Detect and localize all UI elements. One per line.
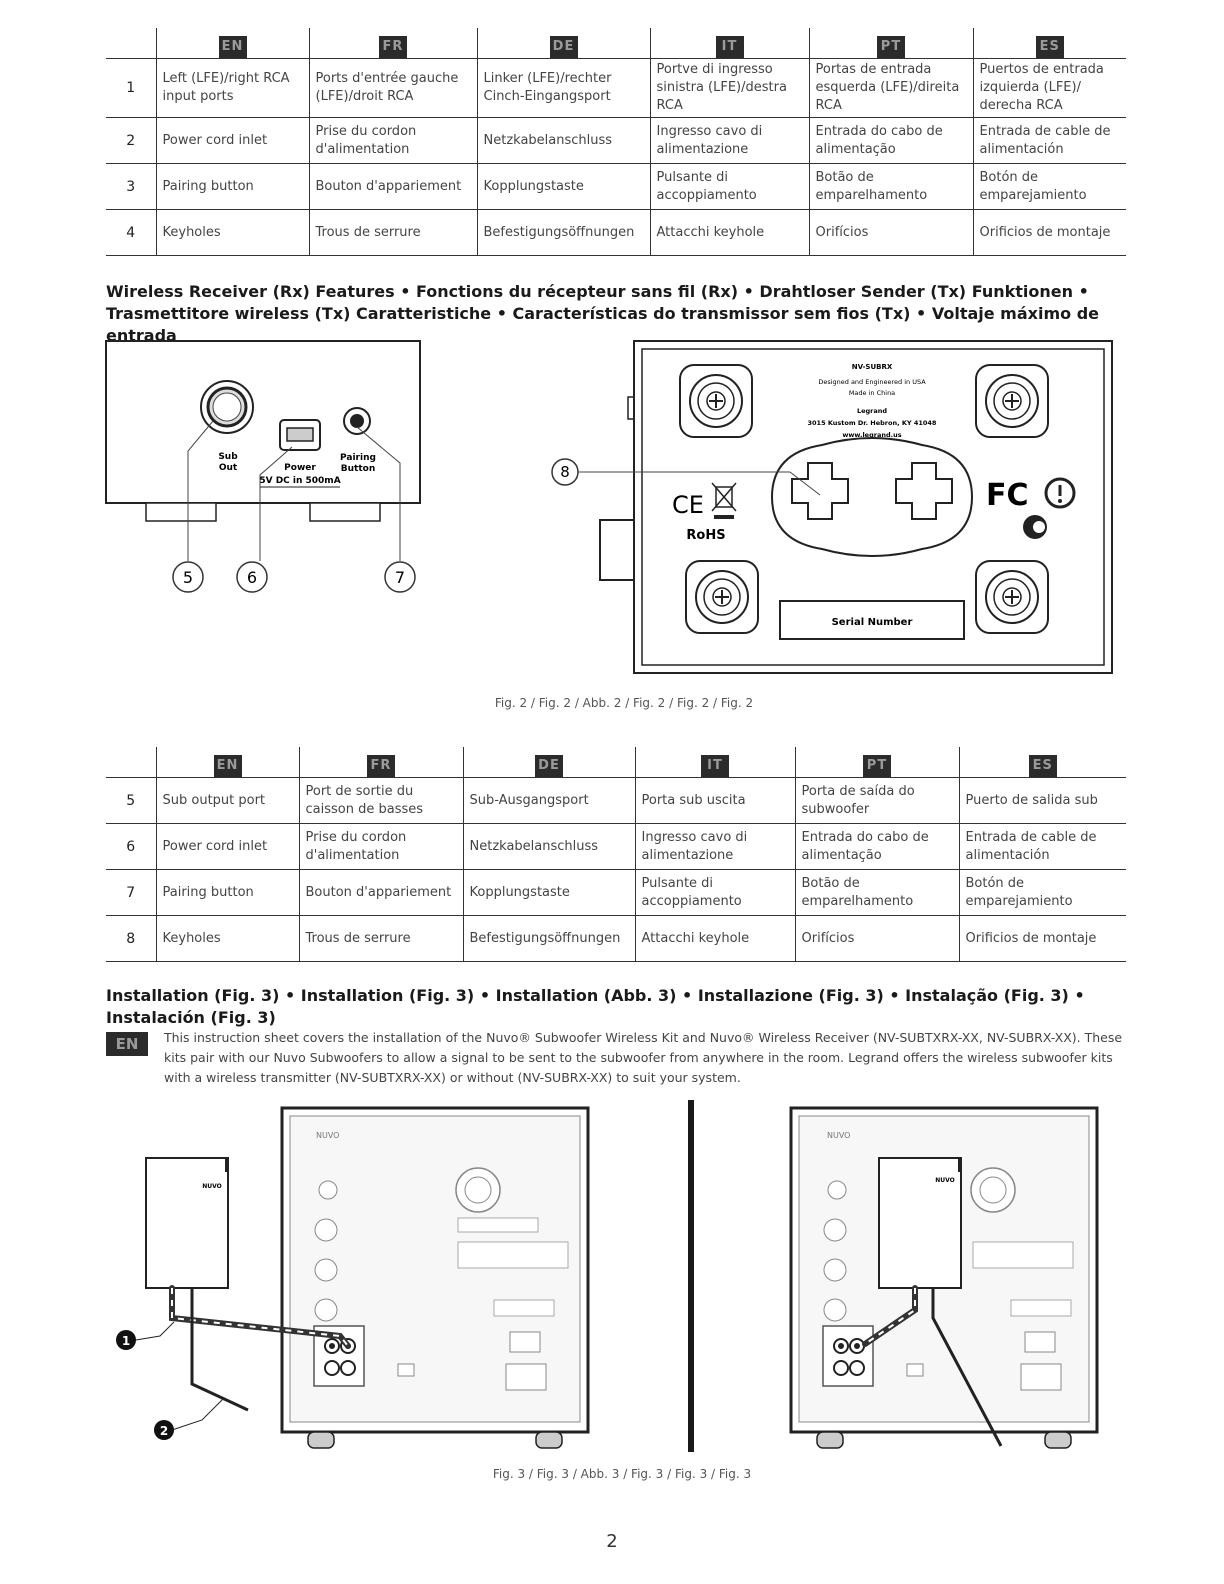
wireless-receiver-box <box>878 1157 962 1289</box>
table-row: 4 Keyholes Trous de serrure Befestigungs… <box>106 209 1126 256</box>
callout-1 <box>116 1330 136 1350</box>
installation-figure-right: NUVO NUVO <box>789 1106 1099 1449</box>
keyhole-slot-icon <box>791 462 849 520</box>
keyhole-mount-icon <box>679 364 753 438</box>
svg-text:Designed and Engineered in USA: Designed and Engineered in USA <box>818 378 926 386</box>
lang-badge-de: DE <box>549 36 578 58</box>
lang-badge-it: IT <box>701 755 729 777</box>
table-row: 8 Keyholes Trous de serrure Befestigungs… <box>106 915 1126 962</box>
pairing-button-icon <box>343 407 371 435</box>
svg-text:NUVO: NUVO <box>827 1131 850 1140</box>
callout-6 <box>236 561 268 593</box>
svg-text:7: 7 <box>395 568 405 587</box>
power-usb-port-icon <box>279 419 321 451</box>
svg-text:6: 6 <box>247 568 257 587</box>
table-row: 3 Pairing button Bouton d'appariement Ko… <box>106 163 1126 210</box>
table-header-row: EN FR DE IT PT ES <box>106 747 1126 778</box>
lang-badge-fr: FR <box>367 755 395 777</box>
keyhole-mount-icon <box>975 364 1049 438</box>
features-table-rx: EN FR DE IT PT ES 5 Sub output port Port… <box>106 747 1126 962</box>
power-cable <box>931 1288 1003 1447</box>
sub-out-port-icon <box>200 380 254 434</box>
callout-5 <box>172 561 204 593</box>
intro-lang-badge: EN <box>106 1032 148 1056</box>
page-number: 2 <box>606 1531 618 1552</box>
keyhole-mount-icon <box>685 560 759 634</box>
tuv-mark-icon <box>455 1167 501 1213</box>
rca-output-icon <box>324 1360 356 1376</box>
sub-out-label: Sub <box>218 452 238 462</box>
table-row: 7 Pairing button Bouton d'appariement Ko… <box>106 869 1126 916</box>
lang-badge-en: EN <box>213 755 242 777</box>
features-table-tx: EN FR DE IT PT ES 1 Left (LFE)/right RCA… <box>106 28 1126 256</box>
lang-badge-fr: FR <box>379 36 407 58</box>
svg-text:3015 Kustom Dr. Hebron, KY 410: 3015 Kustom Dr. Hebron, KY 41048 <box>808 419 937 427</box>
rca-input-icon <box>849 1338 865 1354</box>
ce-mark-icon: CE <box>672 491 704 519</box>
callout-8 <box>551 458 579 486</box>
callout-2 <box>154 1420 174 1440</box>
svg-text:5: 5 <box>183 568 193 587</box>
lang-badge-es: ES <box>1028 755 1057 777</box>
table-row: 1 Left (LFE)/right RCA input ports Ports… <box>106 58 1126 118</box>
rca-input-icon <box>833 1338 849 1354</box>
table-row: 2 Power cord inlet Prise du cordon d'ali… <box>106 117 1126 164</box>
figure-divider <box>688 1100 694 1452</box>
power-cable <box>190 1288 249 1412</box>
fcc-mark-icon: FC <box>986 478 1029 513</box>
wireless-receiver-box <box>145 1157 229 1289</box>
lang-badge-en: EN <box>218 36 247 58</box>
pairing-label-2: Button <box>341 464 375 474</box>
fig2-caption: Fig. 2 / Fig. 2 / Abb. 2 / Fig. 2 / Fig.… <box>494 696 754 710</box>
svg-text:2: 2 <box>160 1424 168 1438</box>
lang-badge-es: ES <box>1035 36 1064 58</box>
pairing-label: Pairing <box>340 453 376 463</box>
keyhole-mount-icon <box>975 560 1049 634</box>
svg-text:NUVO: NUVO <box>935 1177 955 1184</box>
svg-text:8: 8 <box>560 463 570 481</box>
svg-text:1: 1 <box>122 1334 130 1348</box>
installation-figure-left: NUVO NUVO 1 2 <box>116 1106 590 1449</box>
callout-7 <box>384 561 416 593</box>
installation-heading: Installation (Fig. 3) • Installation (Fi… <box>106 986 1085 1027</box>
rohs-label: RoHS <box>686 528 725 543</box>
power-label: Power <box>284 463 316 473</box>
serial-number-box <box>779 600 965 640</box>
keyhole-slot-icon <box>895 462 953 520</box>
lang-badge-de: DE <box>535 755 563 777</box>
table-row: 6 Power cord inlet Prise du cordon d'ali… <box>106 823 1126 870</box>
lang-badge-pt: PT <box>877 36 905 58</box>
rca-input-icon <box>324 1338 340 1354</box>
weee-bin-icon <box>711 482 737 519</box>
table-header-row: EN FR DE IT PT ES <box>106 28 1126 59</box>
receiver-back-panel-figure: NV-SUBRX Designed and Engineered in USA … <box>551 340 1113 674</box>
intro-paragraph: This instruction sheet covers the instal… <box>164 1030 1123 1085</box>
svg-text:Legrand: Legrand <box>857 407 887 415</box>
lang-badge-it: IT <box>715 36 744 58</box>
receiver-brand-label: NUVO <box>202 1183 222 1190</box>
receiver-front-panel-figure: Sub Out Power 5V DC in 500mA Pairing But… <box>105 340 421 593</box>
svg-text:Made in China: Made in China <box>849 389 895 397</box>
sub-out-label-2: Out <box>219 463 238 473</box>
svg-text:www.legrand.us: www.legrand.us <box>842 431 901 439</box>
power-spec-label: 5V DC in 500mA <box>259 476 340 486</box>
lang-badge-pt: PT <box>863 755 891 777</box>
subwoofer-brand-label: NUVO <box>316 1131 339 1140</box>
rca-output-icon <box>833 1360 865 1376</box>
serial-number-label: Serial Number <box>832 617 913 628</box>
tuv-mark-icon <box>970 1167 1016 1213</box>
table-row: 5 Sub output port Port de sortie du cais… <box>106 777 1126 824</box>
model-label: NV-SUBRX <box>852 363 893 371</box>
fig3-caption: Fig. 3 / Fig. 3 / Abb. 3 / Fig. 3 / Fig.… <box>492 1467 752 1481</box>
